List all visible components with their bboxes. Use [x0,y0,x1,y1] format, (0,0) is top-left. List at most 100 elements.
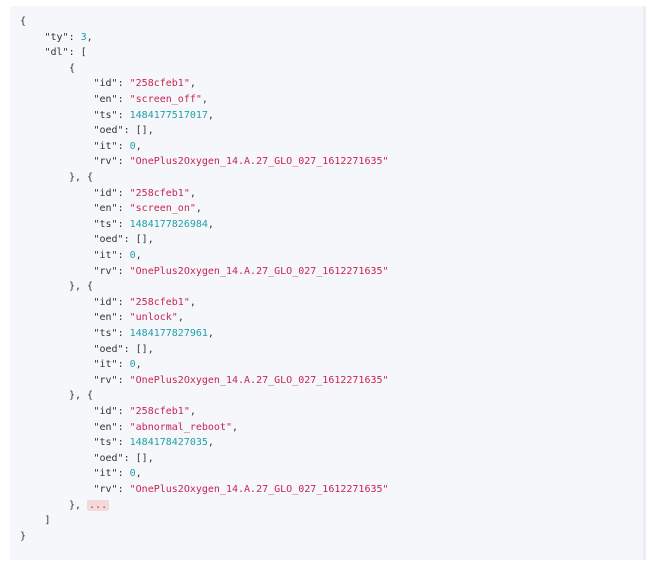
json-key: "id" [93,78,118,90]
code-line: "dl": [ [45,45,87,61]
json-punctuation: : [117,296,130,308]
json-string-value: "unlock" [129,312,178,324]
code-line: { [69,61,75,77]
json-punctuation: : [117,109,130,121]
json-punctuation: { [20,16,27,27]
code-line: }, { [69,279,93,295]
json-punctuation: , [189,296,196,308]
code-line: "oed": [], [94,342,154,358]
json-string-value: "OnePlus2Oxygen_14.A.27_GLO_027_16122716… [129,374,389,386]
json-key: "id" [93,187,118,199]
json-punctuation: , [86,31,93,43]
json-punctuation: , [207,218,214,230]
json-key: "ty" [44,31,69,43]
json-string-value: "258cfeb1" [129,187,190,199]
json-punctuation: { [69,62,76,74]
json-key: "rv" [93,374,118,386]
json-punctuation: : [117,468,130,480]
json-punctuation: , [189,406,196,417]
code-line: ] [45,513,51,529]
json-punctuation: : [117,484,130,495]
json-number-value: 0 [129,250,136,261]
json-key: "ts" [93,437,118,449]
json-punctuation: ] [44,515,51,527]
json-punctuation: , [135,250,142,261]
json-punctuation: }, { [69,390,94,402]
code-line: "en": "screen_on", [94,201,202,217]
json-key: "ts" [93,109,118,121]
json-punctuation: , [189,78,196,90]
json-number-value: 1484177826984 [129,218,208,230]
json-string-value: "screen_off" [129,94,202,105]
json-string-value: "OnePlus2Oxygen_14.A.27_GLO_027_16122716… [129,265,389,277]
json-key: "it" [93,250,118,261]
json-punctuation: : [117,328,130,339]
json-punctuation: , [201,94,208,105]
json-number-value: 0 [129,140,136,152]
json-key: "it" [93,359,118,371]
json-punctuation: : [117,359,130,371]
code-line: "rv": "OnePlus2Oxygen_14.A.27_GLO_027_16… [94,373,389,389]
json-punctuation: : [117,140,130,152]
json-key: "dl" [44,47,69,59]
json-key: "it" [93,140,118,152]
json-punctuation: , [135,468,142,480]
json-number-value: 0 [129,359,136,371]
json-punctuation: : [], [123,452,154,464]
code-line: "id": "258cfeb1", [94,404,196,420]
json-key: "oed" [93,234,124,246]
code-line: } [20,529,26,545]
json-key: "oed" [93,343,124,355]
code-line: "rv": "OnePlus2Oxygen_14.A.27_GLO_027_16… [94,264,389,280]
json-punctuation: : [117,94,130,105]
code-line: "rv": "OnePlus2Oxygen_14.A.27_GLO_027_16… [94,154,389,170]
json-punctuation: : [117,312,130,324]
json-key: "rv" [93,156,118,168]
code-line: "it": 0, [94,466,142,482]
json-key: "en" [93,312,118,324]
json-number-value: 3 [80,31,87,43]
json-string-value: "258cfeb1" [129,78,190,90]
json-punctuation: : [], [123,343,154,355]
json-string-value: "screen_on" [129,203,196,215]
json-key: "en" [93,203,118,215]
code-line: "id": "258cfeb1", [94,295,196,311]
code-line: "ts": 1484178427035, [94,435,214,451]
collapsed-ellipsis[interactable]: ... [87,499,110,511]
code-line: "it": 0, [94,248,142,264]
code-line: "en": "unlock", [94,310,184,326]
json-punctuation: : [117,156,130,168]
json-punctuation: : [], [123,234,154,246]
code-line: "oed": [], [94,232,154,248]
json-punctuation: }, { [69,172,94,183]
json-punctuation: : [], [123,125,154,137]
code-line: "id": "258cfeb1", [94,186,196,202]
json-code-block: {"ty": 3,"dl": [{"id": "258cfeb1","en": … [10,6,646,560]
json-number-value: 0 [129,468,136,480]
json-key: "en" [93,94,118,105]
code-line: "it": 0, [94,357,142,373]
json-punctuation: : [117,437,130,449]
json-key: "oed" [93,125,124,137]
code-line: "ts": 1484177827961, [94,326,214,342]
json-punctuation: , [207,109,214,121]
json-key: "rv" [93,484,118,495]
code-line: "en": "screen_off", [94,92,208,108]
json-key: "ts" [93,218,118,230]
json-key: "id" [93,406,118,417]
code-line: "rv": "OnePlus2Oxygen_14.A.27_GLO_027_16… [94,482,389,498]
code-line: "ts": 1484177517017, [94,108,214,124]
json-punctuation: : [117,187,130,199]
code-line: { [20,14,26,30]
json-punctuation: : [117,374,130,386]
json-punctuation: : [ [68,47,87,59]
code-line: }, { [69,170,93,186]
json-string-value: "258cfeb1" [129,406,190,417]
json-number-value: 1484177517017 [129,109,208,121]
json-key: "oed" [93,452,124,464]
json-punctuation: , [189,187,196,199]
json-punctuation: : [68,31,81,43]
json-punctuation: } [20,530,27,542]
json-punctuation: , [135,140,142,152]
code-line: "ts": 1484177826984, [94,217,214,233]
